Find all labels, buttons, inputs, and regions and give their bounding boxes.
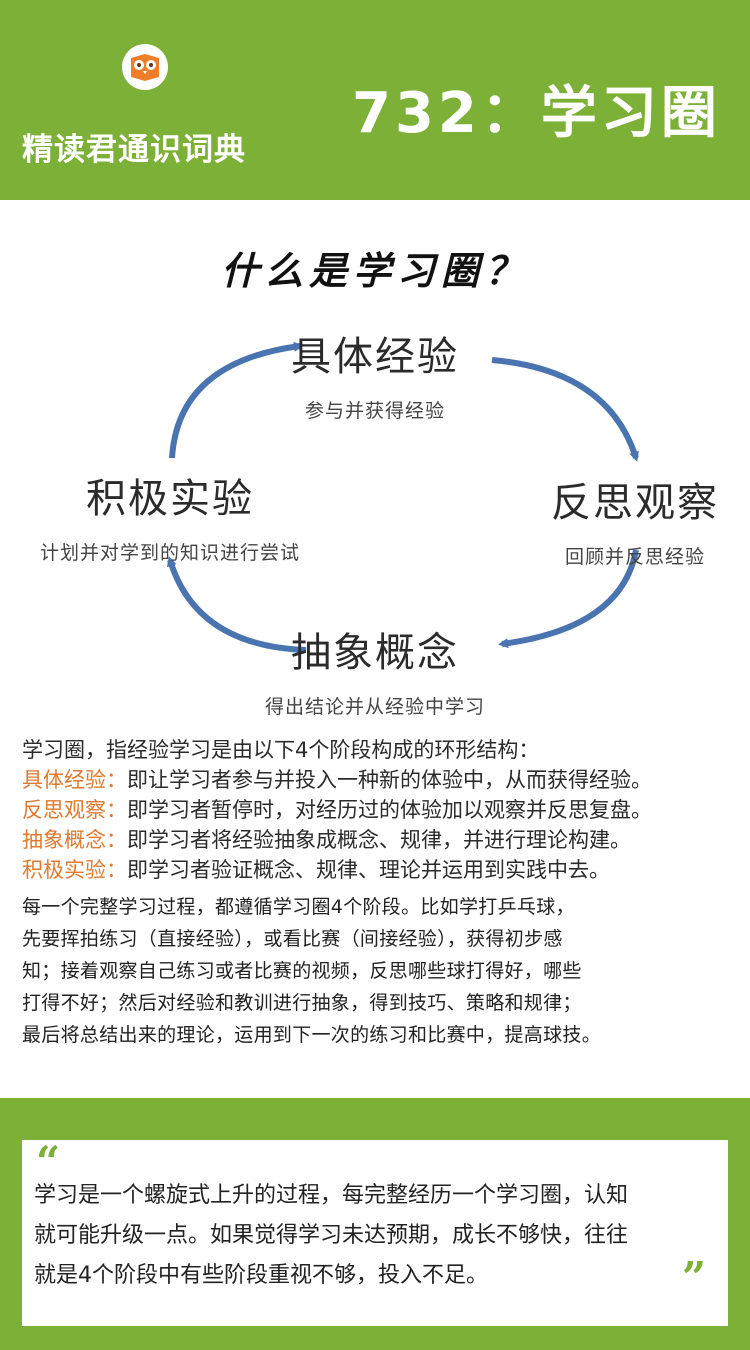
definition-term: 具体经验 [22, 768, 106, 792]
arrow-top-to-right [491, 357, 639, 462]
stage-name: 积极实验 [86, 476, 254, 522]
definition-row: 反思观察：即学习者暂停时，对经历过的体验加以观察并反思复盘。 [22, 795, 732, 825]
stage-desc: 参与并获得经验 [304, 400, 445, 422]
stage-active-experimentation: 积极实验 计划并对学到的知识进行尝试 [20, 466, 320, 565]
definition-colon: ： [106, 798, 127, 822]
paragraph-line: 最后将总结出来的理论，运用到下一次的练习和比赛中，提高球技。 [22, 1024, 602, 1046]
quote-text: 学习是一个螺旋式上升的过程，每完整经历一个学习圈，认知 就可能升级一点。如果觉得… [34, 1176, 724, 1296]
arrow-left-to-top [169, 341, 304, 459]
stage-abstract-conceptualization: 抽象概念 得出结论并从经验中学习 [0, 620, 750, 719]
definition-row: 具体经验：即让学习者参与并投入一种新的体验中，从而获得经验。 [22, 765, 732, 795]
header-banner: 精读君通识词典 732：学习圈 [0, 0, 750, 200]
definition-text: 即让学习者参与并投入一种新的体验中，从而获得经验。 [127, 768, 652, 792]
stage-name: 抽象概念 [291, 630, 459, 676]
definition-colon: ： [106, 858, 127, 882]
definition-term: 反思观察 [22, 798, 106, 822]
quote-line: 就是4个阶段中有些阶段重视不够，投入不足。 [34, 1263, 488, 1288]
definition-colon: ： [106, 828, 127, 852]
article-body: 学习圈，指经验学习是由以下4个阶段构成的环形结构： 具体经验：即让学习者参与并投… [22, 735, 732, 1051]
stage-name: 具体经验 [291, 334, 459, 380]
definition-text: 即学习者验证概念、规律、理论并运用到实践中去。 [127, 858, 610, 882]
definition-text: 即学习者暂停时，对经历过的体验加以观察并反思复盘。 [127, 798, 652, 822]
stage-name: 反思观察 [551, 480, 719, 526]
diagram-title: 什么是学习圈？ [220, 249, 529, 293]
close-quote-mark: ” [681, 1253, 706, 1302]
stage-concrete-experience: 具体经验 参与并获得经验 [0, 324, 750, 423]
quote-line: 学习是一个螺旋式上升的过程，每完整经历一个学习圈，认知 [34, 1183, 629, 1208]
arrow-right-to-bottom [498, 549, 639, 649]
stage-desc: 回顾并反思经验 [564, 546, 705, 568]
definition-row: 抽象概念：即学习者将经验抽象成概念、规律，并进行理论构建。 [22, 825, 732, 855]
definition-row: 积极实验：即学习者验证概念、规律、理论并运用到实践中去。 [22, 855, 732, 885]
brand-name: 精读君通识词典 [22, 132, 246, 168]
definition-term: 积极实验 [22, 858, 106, 882]
paragraph-line: 打得不好；然后对经验和教训进行抽象，得到技巧、策略和规律； [22, 992, 582, 1014]
learning-cycle-diagram: 什么是学习圈？ 具体经验 参与并获得经验 反思观察 回顾并反思经验 积极实验 计… [0, 200, 750, 720]
open-quote-mark: “ [36, 1137, 61, 1186]
stage-desc: 计划并对学到的知识进行尝试 [39, 542, 300, 564]
stage-reflective-observation: 反思观察 回顾并反思经验 [520, 470, 750, 569]
quote-card: “ 学习是一个螺旋式上升的过程，每完整经历一个学习圈，认知 就可能升级一点。如果… [22, 1140, 728, 1326]
definition-term: 抽象概念 [22, 828, 106, 852]
paragraph-line: 每一个完整学习过程，都遵循学习圈4个阶段。比如学打乒乓球， [22, 896, 575, 918]
definition-text: 即学习者将经验抽象成概念、规律，并进行理论构建。 [127, 828, 631, 852]
owl-book-icon [122, 44, 168, 90]
arrow-bottom-to-left [166, 556, 307, 653]
page-title: 732：学习圈 [352, 81, 721, 146]
example-paragraph: 每一个完整学习过程，都遵循学习圈4个阶段。比如学打乒乓球， 先要挥拍练习（直接经… [22, 891, 732, 1051]
cycle-arrows [166, 341, 639, 653]
stage-desc: 得出结论并从经验中学习 [264, 696, 485, 718]
definition-colon: ： [106, 768, 127, 792]
paragraph-line: 先要挥拍练习（直接经验），或看比赛（间接经验），获得初步感 [22, 928, 563, 950]
quote-panel: “ 学习是一个螺旋式上升的过程，每完整经历一个学习圈，认知 就可能升级一点。如果… [0, 1098, 750, 1350]
paragraph-line: 知；接着观察自己练习或者比赛的视频，反思哪些球打得好，哪些 [22, 960, 582, 982]
quote-line: 就可能升级一点。如果觉得学习未达预期，成长不够快，往往 [34, 1223, 629, 1248]
intro-text: 学习圈，指经验学习是由以下4个阶段构成的环形结构： [22, 738, 540, 762]
